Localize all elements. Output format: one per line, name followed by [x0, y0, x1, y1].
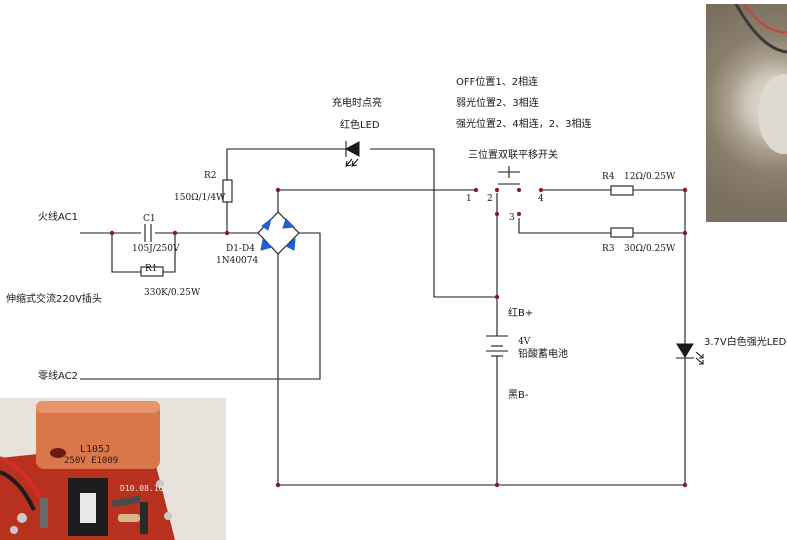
labels: 充电时点亮 红色LED R2 150Ω/1/4W 火线AC1 C1 105J/2… — [6, 75, 787, 401]
r3-value: 30Ω/0.25W — [624, 244, 676, 254]
switch-pin-3: 3 — [509, 213, 515, 223]
resistor-r4 — [610, 185, 634, 196]
capacitor-c1-photo — [36, 401, 160, 469]
r3-wire — [518, 218, 685, 234]
battery-positive-label: 红B+ — [508, 306, 533, 319]
bridge-bottom-wire — [277, 254, 685, 486]
c1-name: C1 — [143, 214, 156, 224]
pcb-photo-shapes — [0, 401, 175, 540]
white-led-label: 3.7V白色强光LED — [704, 335, 787, 348]
resistor-r1 — [140, 266, 164, 277]
bridge-part: 1N40074 — [216, 256, 259, 266]
battery-type: 铅酸蓄电池 — [518, 347, 568, 360]
capacitor-marking-2: 250V E1009 — [64, 456, 119, 466]
r4-value: 12Ω/0.25W — [624, 172, 676, 182]
bridge-top-wire — [277, 189, 474, 212]
switch-pin-4: 4 — [538, 194, 544, 204]
switch-title: 三位置双联平移开关 — [468, 148, 558, 161]
slide-switch — [473, 166, 544, 217]
r2-name: R2 — [204, 171, 217, 181]
resistor-r3 — [610, 227, 634, 238]
r2-value: 150Ω/1/4W — [174, 193, 226, 203]
photo-top-right-shapes — [734, 4, 787, 154]
r4-wire — [541, 189, 686, 344]
battery-negative-label: 黑B- — [508, 389, 529, 401]
charge-led-label: 红色LED — [340, 118, 380, 131]
switch-note-2: 弱光位置2、3相连 — [456, 96, 539, 109]
switch-note-3: 强光位置2、4相连，2、3相连 — [456, 117, 591, 130]
red-led — [344, 141, 360, 167]
capacitor-marking-1: L105J — [80, 444, 111, 455]
photo-pcb: L105J 250V E1009 D10.08.16 — [0, 398, 226, 540]
charge-led-caption: 充电时点亮 — [332, 96, 382, 109]
switch-pin-1: 1 — [466, 194, 472, 204]
r1-parallel-wire — [111, 233, 176, 273]
bridge-name: D1-D4 — [226, 244, 255, 254]
battery — [486, 335, 508, 357]
r2-branch-wire — [226, 148, 346, 233]
pcb-board-marking: D10.08.16 — [120, 484, 164, 493]
r3-name: R3 — [602, 244, 615, 254]
capacitor-logo-icon — [50, 448, 66, 458]
switch-pin-2: 2 — [487, 194, 493, 204]
plug-label: 伸缩式交流220V插头 — [6, 292, 102, 305]
battery-voltage: 4V — [518, 337, 531, 347]
switch-note-1: OFF位置1、2相连 — [456, 75, 538, 88]
photo-top-right — [706, 4, 787, 222]
ac1-label: 火线AC1 — [38, 210, 78, 223]
bridge-right-wire — [80, 232, 321, 380]
bridge-rectifier — [257, 211, 300, 255]
resistor-r2 — [222, 179, 233, 203]
r1-value: 330K/0.25W — [144, 288, 201, 298]
capacitor-c1 — [144, 224, 152, 242]
ac2-label: 零线AC2 — [38, 369, 78, 382]
c1-value: 105J/250V — [132, 244, 180, 254]
r1-name: R1 — [145, 264, 158, 274]
r4-name: R4 — [602, 172, 615, 182]
red-led-right-wire — [370, 148, 497, 298]
junction-dots — [109, 187, 688, 488]
white-led — [676, 343, 704, 365]
